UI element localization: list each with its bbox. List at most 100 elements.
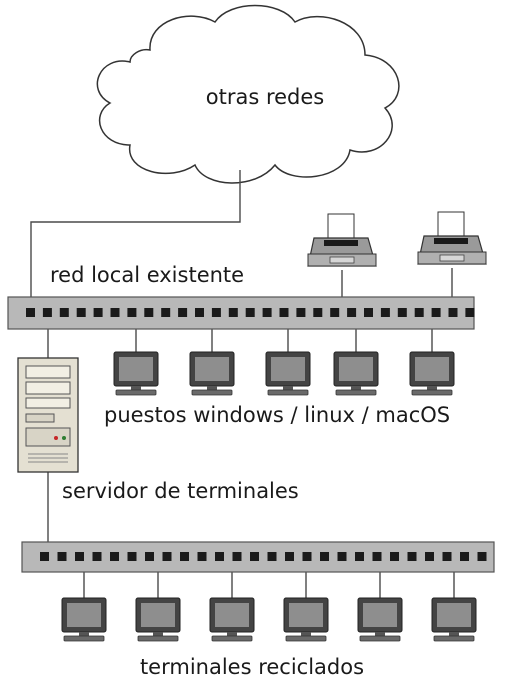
monitor-neck [351,386,361,390]
printer-panel [439,254,465,262]
printer-slot [324,240,358,246]
switch-port [397,308,407,317]
monitor-base [359,635,401,642]
terminal-switch-ports [40,552,487,561]
monitor-neck [207,386,217,390]
switch-port [330,308,340,317]
switch-port [364,308,373,317]
monitor-neck [427,386,437,390]
lan-switch-ports [26,308,475,317]
switch-port [228,308,238,317]
server-panel [25,427,71,447]
switch-port [372,552,382,561]
switch-port [76,308,86,317]
switch-port [110,552,119,561]
switch-port [448,308,458,317]
printer-panel [329,256,355,264]
switch-port [92,552,102,561]
monitor-screen [215,603,249,627]
monitor-base [411,389,453,396]
switch-port [75,552,84,561]
lan-switch [7,296,475,330]
switch-port [267,552,277,561]
printers [307,211,487,267]
switch-port [431,308,441,317]
switch-port [57,552,67,561]
switch-port [144,308,154,317]
switch-port [380,308,390,317]
monitor-screen [289,603,323,627]
monitor-base [211,635,253,642]
server-bay-3 [25,397,71,409]
switch-port [127,308,137,317]
monitor-base [191,389,233,396]
terminal-monitor-6 [431,597,477,642]
monitor-neck [227,632,237,636]
switch-port [337,552,347,561]
terminal-monitor-1 [61,597,107,642]
printer-2 [417,211,487,265]
cloud-label: otras redes [206,85,324,109]
switch-port [127,552,137,561]
workstations [113,351,455,396]
terminal-monitor-2 [135,597,181,642]
switch-port [465,308,475,317]
switch-port [93,308,103,317]
switch-port [232,552,242,561]
switch-port [59,308,69,317]
switch-port [110,308,120,317]
workstation-monitor-4 [333,351,379,396]
cloud-to-lan-wire [30,170,241,313]
printer-paper [437,211,465,237]
monitor-base [115,389,157,396]
switch-port [414,308,424,317]
switch-port [40,552,49,561]
server-label: servidor de terminales [62,479,299,503]
server-power-led [62,436,66,440]
switch-port [313,308,323,317]
network-wires [30,170,455,600]
switch-port [180,552,189,561]
terminal-monitor-5 [357,597,403,642]
monitor-base [137,635,179,642]
monitor-screen [141,603,175,627]
monitor-screen [415,357,449,381]
switch-port [279,308,289,317]
cloud-shape [96,4,400,184]
monitor-screen [363,603,397,627]
monitor-base [433,635,475,642]
monitor-neck [449,632,459,636]
terminal-monitor-3 [209,597,255,642]
server-bay-2 [25,381,71,395]
switch-port [26,308,35,317]
monitor-screen [339,357,373,381]
monitor-base [63,635,105,642]
terminals-label: terminales reciclados [140,655,364,679]
workstation-monitor-2 [189,351,235,396]
monitor-neck [79,632,89,636]
terminal-server [17,357,79,473]
switch-port [425,552,434,561]
monitor-screen [67,603,101,627]
terminal-switch [21,541,495,573]
workstation-monitor-5 [409,351,455,396]
switch-port [250,552,259,561]
monitor-screen [271,357,305,381]
monitor-screen [437,603,471,627]
switch-port [162,552,172,561]
server-bay-1 [25,365,71,379]
recycled-terminals [61,597,477,642]
switch-port [347,308,357,317]
monitor-base [267,389,309,396]
monitor-base [335,389,377,396]
monitor-neck [153,632,163,636]
terminal-monitor-4 [283,597,329,642]
switch-port [262,308,272,317]
lan-label: red local existente [50,263,244,287]
server-activity-led [54,436,58,440]
switch-port [161,308,171,317]
switch-port [442,552,452,561]
switch-port [215,552,224,561]
server-drive [25,413,55,423]
